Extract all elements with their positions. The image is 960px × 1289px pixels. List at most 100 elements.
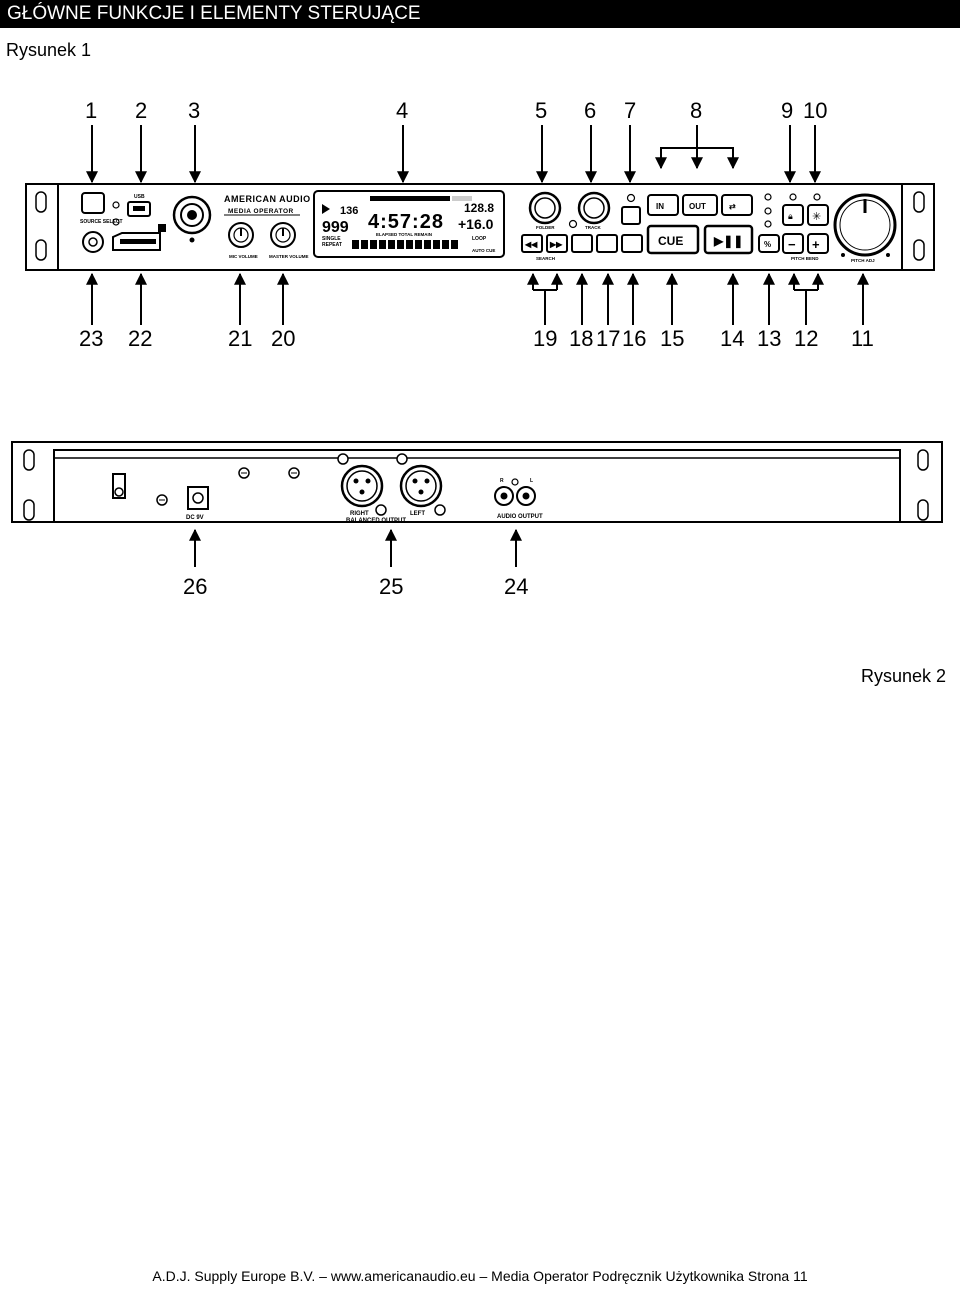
- svg-text:▶▶: ▶▶: [549, 240, 563, 249]
- reloop-exit-button: [721, 194, 753, 216]
- pitch-minus-label: −: [788, 237, 796, 252]
- callout-label: 4: [396, 98, 408, 123]
- cue-label: CUE: [658, 234, 683, 248]
- loop-in-label: IN: [656, 202, 664, 211]
- pitch-bend-label: PITCH BEND: [791, 256, 819, 261]
- callout-label: 10: [803, 98, 827, 123]
- callout-label: 6: [584, 98, 596, 123]
- model-name: MEDIA OPERATOR: [228, 208, 294, 215]
- lcd-pitch-readout: +16.0: [458, 216, 494, 232]
- callout-label: 7: [624, 98, 636, 123]
- callout-label: 1: [85, 98, 97, 123]
- callout-label: 11: [851, 326, 874, 351]
- callout-label: 17: [596, 326, 620, 351]
- callout-label: 16: [622, 326, 646, 351]
- rear-panel-figure: DC 9V RIGHT LEFT BALANCED OUTPUT R L AUD…: [11, 441, 943, 599]
- lcd-loop: LOOP: [472, 236, 487, 242]
- cue-button: [646, 224, 700, 255]
- pitch-bend-plus-button: [807, 233, 829, 254]
- cable-clamp: [112, 473, 126, 499]
- loop-out-button: [682, 194, 718, 216]
- dc-label: DC 9V: [186, 515, 204, 521]
- balanced-output-label: BALANCED OUTPUT: [346, 518, 406, 524]
- reverse-button: [596, 234, 618, 253]
- callout-label: 9: [781, 98, 793, 123]
- callout-label: 18: [569, 326, 593, 351]
- callout-label: 24: [504, 574, 528, 599]
- pitch-plus-label: +: [812, 237, 820, 252]
- pitch-adjust-dial: [833, 193, 897, 257]
- master-volume-knob: [270, 222, 296, 248]
- svg-text:◀◀: ◀◀: [524, 240, 538, 249]
- xlr-left-output: [396, 453, 446, 516]
- callout-label: 3: [188, 98, 200, 123]
- lcd-autocue: AUTO CUE: [472, 248, 495, 253]
- section-title-bar: GŁÓWNE FUNKCJE I ELEMENTY STERUJĄCE: [0, 0, 960, 28]
- lcd-time-readout: 4:57:28: [368, 211, 444, 233]
- lcd-bpm-readout: 128.8: [464, 201, 494, 215]
- xlr-left-label: LEFT: [410, 511, 425, 517]
- xlr-right-output: [337, 453, 387, 516]
- lcd-time-mode: ELAPSED TOTAL REMAIN: [376, 232, 432, 237]
- callout-label: 13: [757, 326, 781, 351]
- loop-in-button: [647, 194, 679, 216]
- pitch-bend-minus-button: [782, 233, 804, 254]
- rca-r-label: R: [500, 478, 504, 484]
- rca-l-label: L: [530, 478, 533, 484]
- callout-label: 8: [690, 98, 702, 123]
- callout-label: 12: [794, 326, 818, 351]
- folder-label: FOLDER: [536, 225, 555, 230]
- end-track-button: [571, 234, 593, 253]
- rca-outputs: [494, 478, 536, 506]
- front-panel-figure: SOURCE SELECT USB AMERICAN AUDIO MEDIA O…: [25, 98, 935, 351]
- loop-out-label: OUT: [689, 202, 706, 211]
- lock-button: [782, 204, 804, 226]
- lcd-single: SINGLE: [322, 236, 341, 242]
- pitch-percent-label: %: [764, 240, 771, 249]
- brightness-button: [807, 204, 829, 226]
- usb-label: USB: [134, 194, 145, 200]
- search-forward-button: [546, 234, 568, 253]
- callout-label: 5: [535, 98, 547, 123]
- lcd-repeat: REPEAT: [322, 242, 342, 248]
- rear-panel-chassis: [11, 441, 943, 523]
- svg-text:✳: ✳: [812, 211, 821, 223]
- pitch-percent-button: [758, 234, 780, 253]
- track-label: TRACK: [585, 225, 601, 230]
- search-label: SEARCH: [536, 256, 555, 261]
- audio-output-label: AUDIO OUTPUT: [497, 514, 543, 520]
- sample-button: [621, 234, 643, 253]
- figure-1-caption: Rysunek 1: [6, 40, 92, 60]
- callout-label: 22: [128, 326, 152, 351]
- source-select-button: [81, 192, 105, 214]
- xlr-right-label: RIGHT: [350, 511, 369, 517]
- callout-label: 26: [183, 574, 207, 599]
- brand-logo: AMERICAN AUDIO: [224, 194, 311, 204]
- section-title: GŁÓWNE FUNKCJE I ELEMENTY STERUJĄCE: [7, 3, 421, 24]
- power-button: [82, 231, 104, 253]
- source-select-label: SOURCE SELECT: [80, 219, 123, 225]
- callout-label: 15: [660, 326, 684, 351]
- callout-label: 21: [228, 326, 252, 351]
- master-volume-label: MASTER VOLUME: [269, 254, 309, 259]
- callout-label: 20: [271, 326, 295, 351]
- top-callouts: 1 2 3 4 5 6 7 8 9 10: [85, 98, 827, 123]
- figure-2-caption: Rysunek 2: [861, 666, 947, 686]
- bottom-callouts: 23 22 21 20 19 18 17 16 15 14 13 12 11: [79, 326, 874, 351]
- pitch-dial-label: PITCH ADJ: [851, 258, 875, 263]
- track-knob: [577, 191, 611, 225]
- reloop-button: [621, 206, 641, 225]
- lcd-display: 136 999 4:57:28 128.8 +16.0 ELAPSED TOTA…: [313, 190, 505, 258]
- page-footer: A.D.J. Supply Europe B.V. – www.american…: [152, 1268, 808, 1284]
- dc-power-jack: [187, 486, 209, 510]
- callout-label: 2: [135, 98, 147, 123]
- callout-label: 14: [720, 326, 744, 351]
- mic-volume-knob: [228, 222, 254, 248]
- lcd-track-number: 999: [322, 219, 349, 236]
- play-pause-label: ▶❚❚: [713, 234, 743, 249]
- callout-label: 19: [533, 326, 557, 351]
- search-back-button: [521, 234, 543, 253]
- play-pause-button: [703, 224, 754, 255]
- svg-text:🔒︎: 🔒︎: [788, 211, 793, 221]
- svg-text:136: 136: [340, 205, 358, 217]
